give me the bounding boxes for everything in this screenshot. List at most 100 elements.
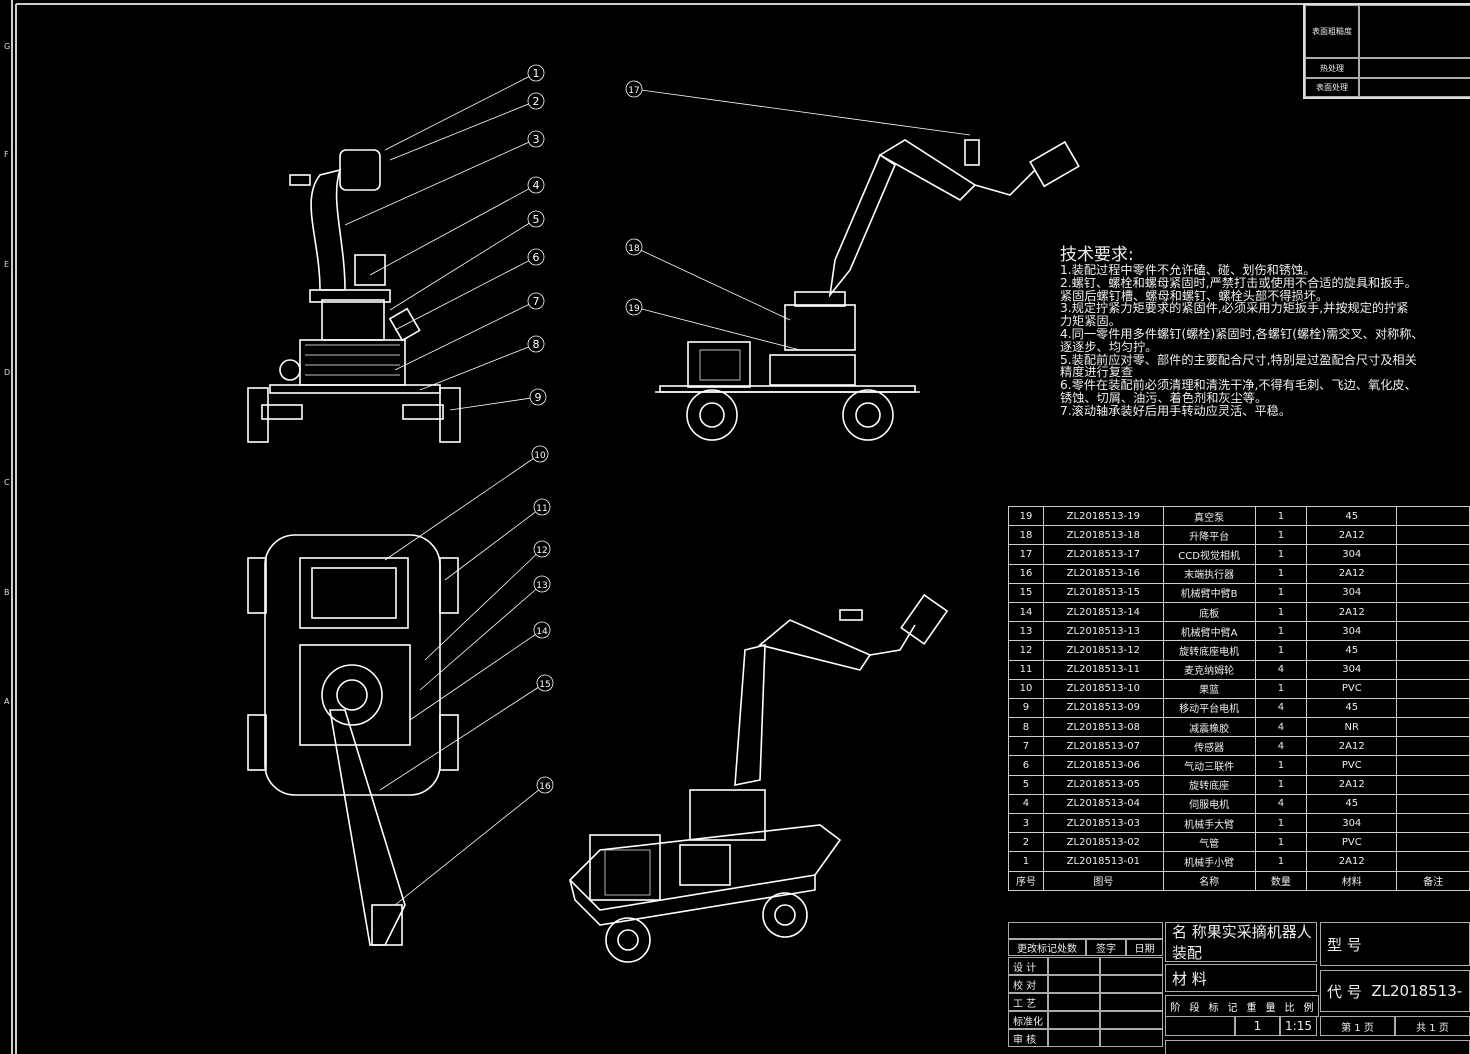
table-cell: 1 <box>1254 563 1308 584</box>
top-view-robot <box>247 534 459 946</box>
surface-block: 表面粗糙度 热处理 表面处理 <box>1303 3 1470 99</box>
table-cell: 304 <box>1306 544 1398 565</box>
balloon-circle <box>533 540 551 558</box>
table-cell: ZL2018513-15 <box>1042 582 1164 603</box>
table-cell: 底板 <box>1162 601 1256 623</box>
table-cell: 2A12 <box>1306 525 1398 546</box>
table-cell: 10 <box>1008 678 1044 699</box>
balloon-number: 3 <box>533 133 540 146</box>
table-cell: 2A12 <box>1306 736 1398 757</box>
stage-value <box>1165 1016 1235 1036</box>
leader-line <box>379 687 539 791</box>
stage-header: 阶段标记重量比例 <box>1165 995 1319 1017</box>
table-cell: 4 <box>1254 717 1308 738</box>
weight-value: 1 <box>1235 1016 1280 1036</box>
table-cell: 16 <box>1008 563 1044 584</box>
leader-line <box>384 458 534 561</box>
drawing-code: ZL2018513- <box>1371 982 1463 1000</box>
table-cell: 304 <box>1306 659 1398 680</box>
table-cell: 2 <box>1008 832 1044 853</box>
table-cell: 45 <box>1306 793 1398 815</box>
table-header-cell: 材料 <box>1306 870 1398 891</box>
table-cell: 1 <box>1254 582 1308 603</box>
table-cell: 减震橡胶 <box>1162 717 1256 738</box>
role-signature <box>1048 957 1100 975</box>
balloon-number: 8 <box>533 338 540 351</box>
balloon-number: 19 <box>628 304 640 314</box>
table-cell: ZL2018513-14 <box>1042 601 1164 623</box>
table-cell: 304 <box>1306 582 1398 603</box>
table-cell: 旋转底座 <box>1162 774 1256 795</box>
table-cell: 1 <box>1254 812 1308 834</box>
leader-line <box>444 511 536 581</box>
bottom-blank <box>1165 1040 1470 1054</box>
table-cell: 移动平台电机 <box>1162 697 1256 719</box>
balloon-number: 13 <box>536 581 547 591</box>
code-label-text: 代 号 <box>1327 982 1362 1001</box>
table-cell <box>1396 601 1470 623</box>
table-cell: ZL2018513-16 <box>1042 563 1164 584</box>
leader-line <box>449 397 531 411</box>
role-signature <box>1048 1029 1100 1047</box>
table-cell: ZL2018513-08 <box>1042 717 1164 738</box>
leader-line <box>389 103 529 161</box>
stage-header-char: 阶 <box>1170 1002 1181 1014</box>
signature-label: 签字 <box>1086 938 1126 956</box>
table-cell: 4 <box>1254 736 1308 757</box>
balloon-number: 7 <box>533 295 540 308</box>
zone-marker: F <box>4 150 9 159</box>
table-cell: PVC <box>1306 755 1398 776</box>
table-cell: 1 <box>1254 774 1308 795</box>
technical-requirements: 技术要求:1.装配过程中零件不允许磕、碰、划伤和锈蚀。2.螺钉、螺栓和螺母紧固时… <box>1060 246 1424 418</box>
table-cell: 旋转底座电机 <box>1162 640 1256 661</box>
zone-marker: E <box>4 260 10 269</box>
role-label: 设 计 <box>1008 957 1048 975</box>
table-cell: 15 <box>1008 582 1044 603</box>
balloon-number: 17 <box>628 86 639 96</box>
drawing-name: 名 称果实采摘机器人装配 <box>1165 922 1317 962</box>
leader-line <box>419 346 529 391</box>
role-signature <box>1048 975 1100 993</box>
table-cell <box>1396 793 1470 815</box>
table-cell <box>1396 505 1470 527</box>
stage-header-char: 重 <box>1246 1002 1257 1014</box>
table-cell: 升降平台 <box>1162 525 1256 546</box>
isometric-view-robot <box>568 593 949 963</box>
stage-header-char: 记 <box>1227 1002 1238 1014</box>
table-cell: 果篮 <box>1162 678 1256 699</box>
table-cell: 4 <box>1254 793 1308 815</box>
table-cell <box>1396 717 1470 738</box>
tech-line: 锈蚀、切屑、油污、着色剂和灰尘等。 <box>1060 390 1268 405</box>
surface-roughness-value <box>1359 5 1470 58</box>
balloon-number: 16 <box>539 782 551 792</box>
balloon-circle <box>533 621 551 639</box>
table-cell: 机械手小臂 <box>1162 851 1256 872</box>
leader-line <box>344 141 529 226</box>
tech-line: 力矩紧固。 <box>1060 314 1121 329</box>
table-cell: 1 <box>1254 544 1308 565</box>
tech-line: 3.规定拧紧力矩要求的紧固件,必须采用力矩扳手,并按规定的拧紧 <box>1060 301 1409 316</box>
table-cell: 45 <box>1306 640 1398 661</box>
table-cell: 传感器 <box>1162 736 1256 757</box>
change-mark-label: 更改标记处数 <box>1008 938 1086 956</box>
table-cell: 3 <box>1008 812 1044 834</box>
table-cell: 机械臂中臂A <box>1162 621 1256 642</box>
leader-line <box>419 588 537 691</box>
table-cell <box>1396 697 1470 719</box>
table-cell: 304 <box>1306 621 1398 642</box>
leader-line <box>384 76 530 151</box>
balloon-number: 2 <box>533 95 540 108</box>
table-cell: 1 <box>1254 505 1308 527</box>
leader-line <box>394 260 530 331</box>
table-cell: ZL2018513-06 <box>1042 755 1164 776</box>
leader-line <box>394 304 529 371</box>
table-cell <box>1396 812 1470 834</box>
table-cell <box>1396 659 1470 680</box>
